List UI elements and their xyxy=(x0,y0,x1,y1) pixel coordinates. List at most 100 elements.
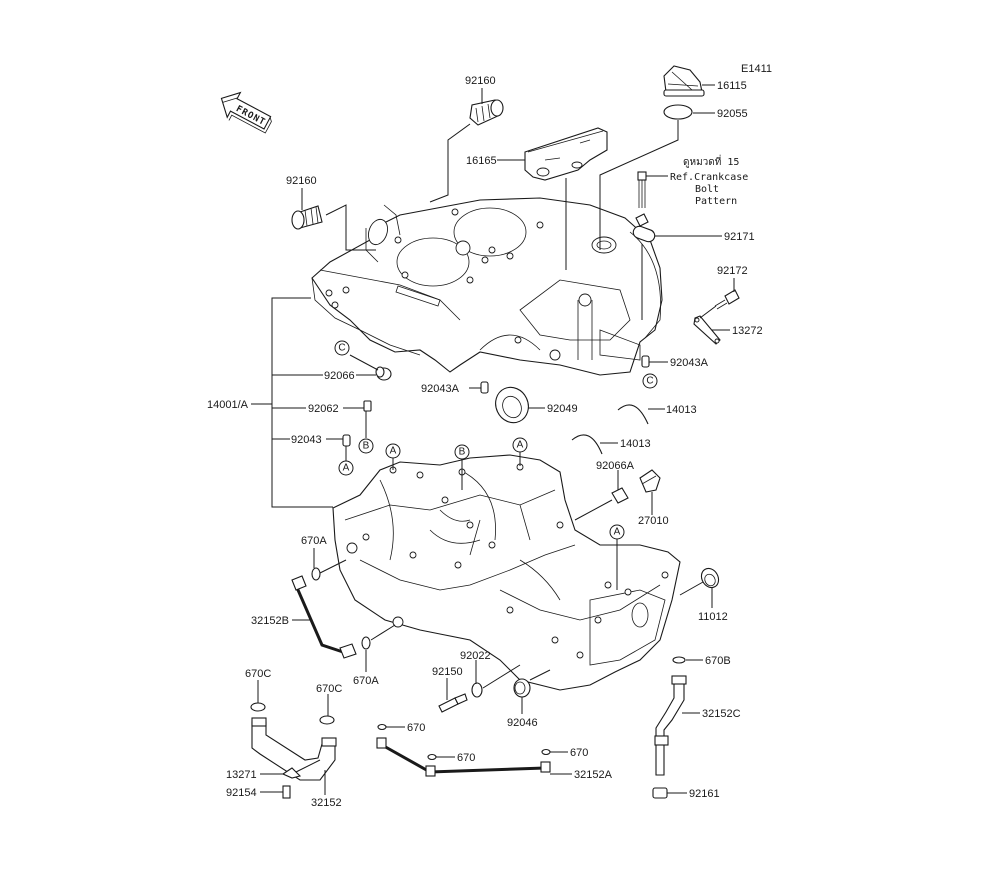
callout-32152A[interactable]: 32152A xyxy=(574,769,613,781)
upper-crankcase xyxy=(311,197,663,376)
callout-92160[interactable]: 92160 xyxy=(286,175,317,187)
callout-670[interactable]: 670 xyxy=(457,752,475,764)
svg-text:C: C xyxy=(338,343,345,354)
callout-92043A[interactable]: 92043A xyxy=(421,383,460,395)
part-number-label: 14013 xyxy=(620,438,651,450)
part-number-label: 32152A xyxy=(574,769,613,781)
part-number-label: 92022 xyxy=(460,650,491,662)
dowel-pin-part xyxy=(641,355,650,368)
o-ring-part xyxy=(663,104,693,120)
callout-92154[interactable]: 92154 xyxy=(226,787,257,799)
front-arrow-icon: FRONT xyxy=(220,91,272,134)
svg-text:B: B xyxy=(363,441,370,452)
callout-670A[interactable]: 670A xyxy=(353,675,379,687)
part-number-label: 92160 xyxy=(465,75,496,87)
callout-670C[interactable]: 670C xyxy=(245,668,271,680)
callout-11012[interactable]: 11012 xyxy=(698,611,728,623)
callout-32152C[interactable]: 32152C xyxy=(702,708,741,720)
callout-16115[interactable]: 16115 xyxy=(717,80,747,92)
ref-marker-c: C xyxy=(642,373,658,389)
oil-seal-part xyxy=(495,386,529,424)
part-number-label: 92062 xyxy=(308,403,339,415)
part-number-label: 670A xyxy=(301,535,327,547)
ref-marker-a: A xyxy=(385,443,401,459)
reference-note-line: Bolt xyxy=(695,184,719,195)
callout-13271[interactable]: 13271 xyxy=(226,769,257,781)
leader-lines xyxy=(251,84,735,795)
callout-16165[interactable]: 16165 xyxy=(466,155,497,167)
bolt-part xyxy=(282,785,291,799)
part-number-label: 92150 xyxy=(432,666,463,678)
reference-note: ดูหมวดที่ 15 Ref.Crankcase Bolt Pattern xyxy=(670,154,748,207)
callout-14013[interactable]: 14013 xyxy=(620,438,651,450)
callout-13272[interactable]: 13272 xyxy=(732,325,763,337)
callout-92066A[interactable]: 92066A xyxy=(596,460,635,472)
screw-part xyxy=(714,289,740,310)
callout-92022[interactable]: 92022 xyxy=(460,650,491,662)
ref-marker-c: C xyxy=(334,340,350,356)
callout-92161[interactable]: 92161 xyxy=(689,788,720,800)
part-number-label: 92066A xyxy=(596,460,635,472)
part-number-label: 16115 xyxy=(717,80,747,92)
callout-32152[interactable]: 32152 xyxy=(311,797,342,809)
callout-32152B[interactable]: 32152B xyxy=(251,615,289,627)
callout-670A[interactable]: 670A xyxy=(301,535,327,547)
o-ring-part xyxy=(541,748,551,756)
part-number-label: 670C xyxy=(316,683,342,695)
washer-part xyxy=(471,682,483,698)
part-number-label: 14013 xyxy=(666,404,697,416)
cap-part xyxy=(611,487,629,504)
ref-marker-a: A xyxy=(609,524,625,540)
callout-92062[interactable]: 92062 xyxy=(308,403,339,415)
callout-14001-a[interactable]: 14001/A xyxy=(207,399,249,411)
callout-670[interactable]: 670 xyxy=(570,747,588,759)
callout-670B[interactable]: 670B xyxy=(705,655,731,667)
svg-text:A: A xyxy=(614,527,621,538)
part-number-label: 92161 xyxy=(689,788,720,800)
breather-cover-part xyxy=(524,127,608,181)
callout-670[interactable]: 670 xyxy=(407,722,425,734)
callout-92066[interactable]: 92066 xyxy=(324,370,355,382)
ref-marker-b: B xyxy=(454,444,470,460)
callout-92043[interactable]: 92043 xyxy=(291,434,322,446)
callout-92046[interactable]: 92046 xyxy=(507,717,538,729)
part-number-label: 92066 xyxy=(324,370,355,382)
callout-92055[interactable]: 92055 xyxy=(717,108,748,120)
callout-92172[interactable]: 92172 xyxy=(717,265,748,277)
callout-92171[interactable]: 92171 xyxy=(724,231,755,243)
ref-marker-a: A xyxy=(512,437,528,453)
part-number-label: 16165 xyxy=(466,155,497,167)
ref-marker-b: B xyxy=(358,438,374,454)
part-number-label: 92172 xyxy=(717,265,748,277)
oil-filler-cap-part xyxy=(663,65,705,97)
o-ring-part xyxy=(377,723,387,731)
reference-note-line: Pattern xyxy=(695,196,737,207)
part-number-label: 27010 xyxy=(638,515,669,527)
oil-strainer-part xyxy=(469,99,504,126)
oil-pipe-part xyxy=(654,675,687,776)
neutral-switch-part xyxy=(639,469,661,493)
o-ring-part xyxy=(672,656,686,664)
callout-92043A[interactable]: 92043A xyxy=(670,357,709,369)
o-ring-part xyxy=(311,567,321,581)
thrust-ring-part xyxy=(571,434,603,455)
part-number-label: 92043A xyxy=(421,383,460,395)
ref-marker-a: A xyxy=(338,460,354,476)
lower-crankcase xyxy=(332,454,681,691)
part-number-label: 670A xyxy=(353,675,379,687)
diagram-code: E1411 xyxy=(741,63,772,75)
callout-92150[interactable]: 92150 xyxy=(432,666,463,678)
bearing-part xyxy=(513,678,531,698)
part-number-label: 32152C xyxy=(702,708,741,720)
o-ring-part xyxy=(361,636,371,650)
callout-92049[interactable]: 92049 xyxy=(547,403,578,415)
callout-670C[interactable]: 670C xyxy=(316,683,342,695)
callout-92160[interactable]: 92160 xyxy=(465,75,496,87)
svg-text:A: A xyxy=(390,446,397,457)
callout-27010[interactable]: 27010 xyxy=(638,515,669,527)
svg-text:A: A xyxy=(343,463,350,474)
group-part-number-label: 14001/A xyxy=(207,399,249,411)
callout-14013[interactable]: 14013 xyxy=(666,404,697,416)
part-number-label: 13272 xyxy=(732,325,763,337)
